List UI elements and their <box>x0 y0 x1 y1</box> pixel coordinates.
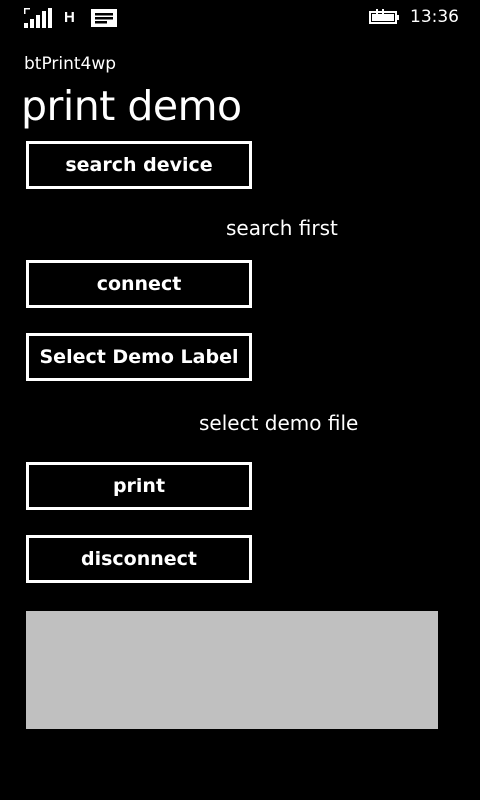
network-type-label: H <box>64 9 75 26</box>
search-device-button[interactable]: search device <box>26 141 252 189</box>
connect-button[interactable]: connect <box>26 260 252 308</box>
print-button[interactable]: print <box>26 462 252 510</box>
app-name: btPrint4wp <box>24 54 117 74</box>
select-demo-label-button[interactable]: Select Demo Label <box>26 333 252 381</box>
signal-strength-icon <box>24 8 52 28</box>
battery-charging-icon <box>369 9 399 24</box>
page-title: print demo <box>21 82 242 130</box>
demo-file-status-text: select demo file <box>199 411 359 435</box>
label-preview-area <box>26 611 438 729</box>
disconnect-button[interactable]: disconnect <box>26 535 252 583</box>
search-status-text: search first <box>226 216 338 240</box>
message-notification-icon <box>91 9 117 27</box>
status-bar: H 13:36 <box>0 0 480 34</box>
clock: 13:36 <box>410 7 459 27</box>
